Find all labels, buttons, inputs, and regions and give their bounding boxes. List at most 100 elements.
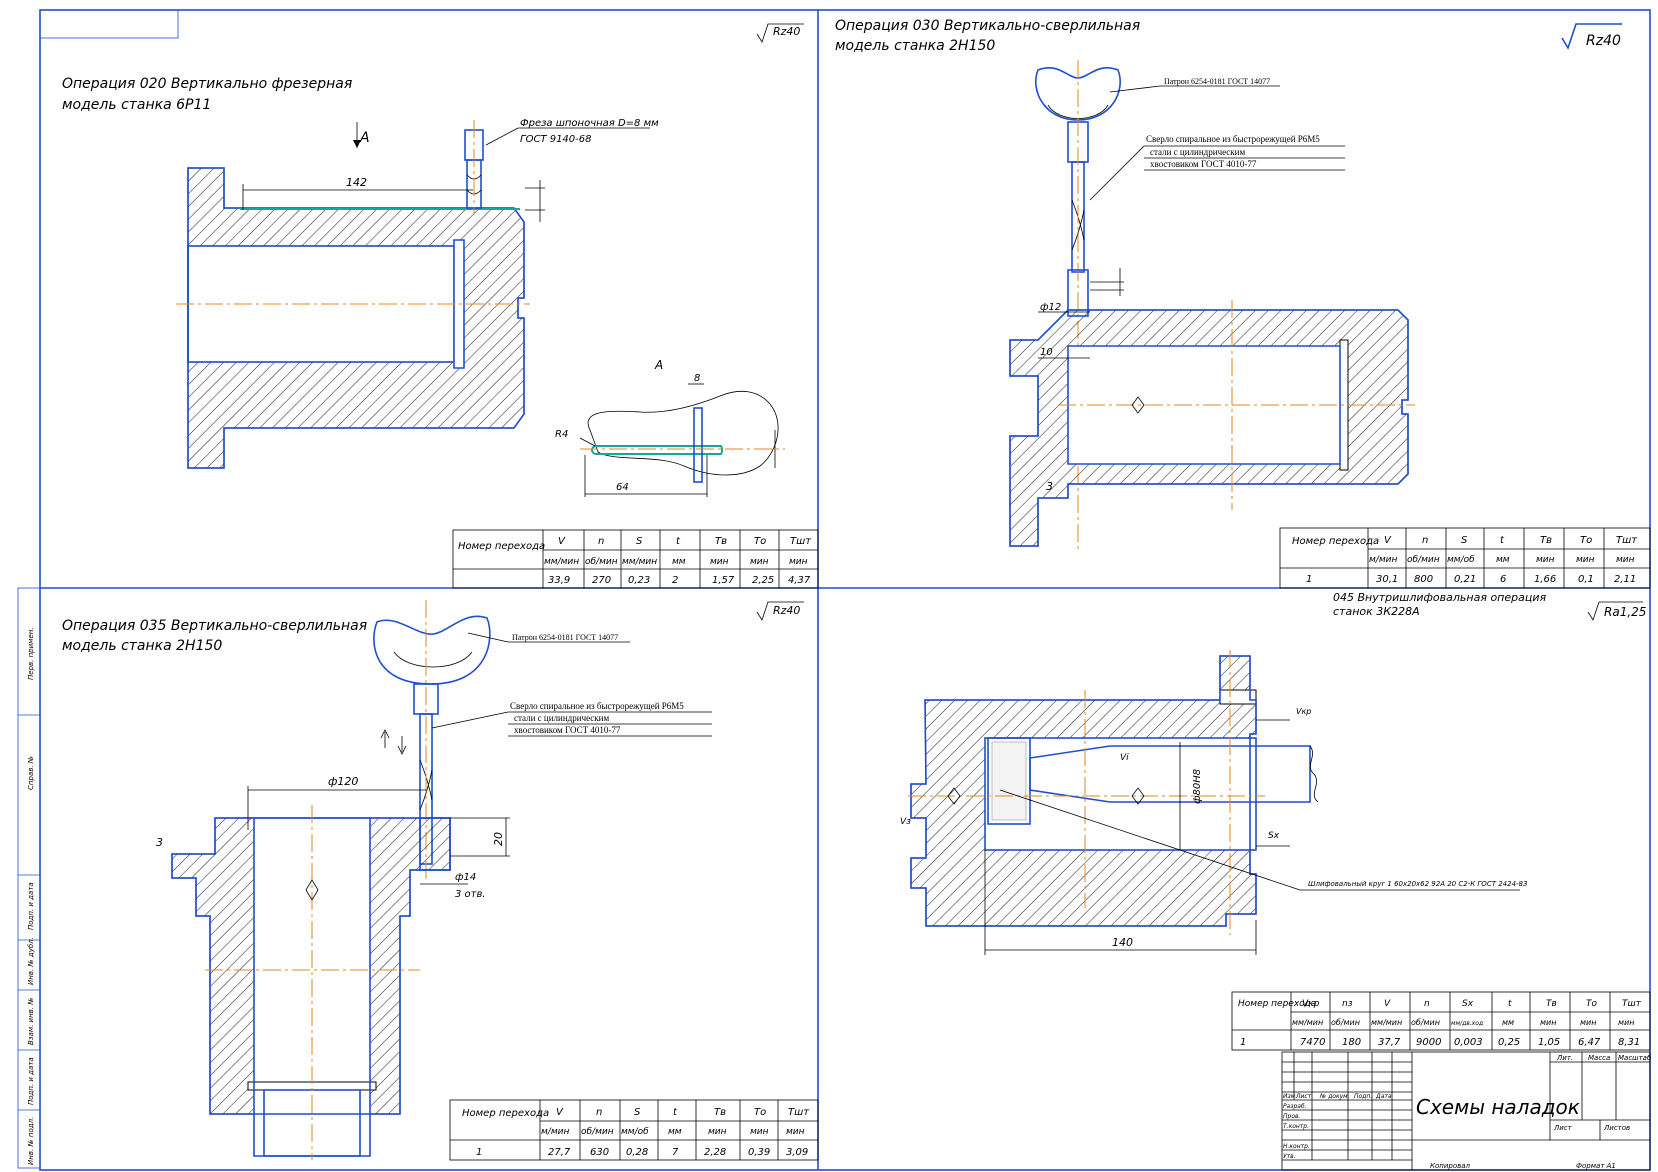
op30-table: Номер перехода V n S t Тв То Тшт м/мин о…: [1279, 527, 1651, 589]
svg-text:630: 630: [590, 1147, 609, 1158]
svg-text:Подп. и дата: Подп. и дата: [27, 882, 35, 930]
svg-text:Т.контр.: Т.контр.: [1283, 1123, 1309, 1130]
op45-title: 045 Внутришлифовальная операция: [1333, 591, 1546, 604]
svg-text:Тв: Тв: [714, 1107, 726, 1118]
sheet-title: Схемы наладок: [1416, 1095, 1580, 1119]
svg-text:То: То: [1586, 999, 1597, 1009]
svg-text:Н.контр.: Н.контр.: [1283, 1143, 1310, 1150]
op45-panel: 045 Внутришлифовальная операция станок 3…: [900, 591, 1651, 1051]
svg-text:Масштаб: Масштаб: [1618, 1054, 1652, 1062]
svg-text:1: 1: [476, 1147, 482, 1158]
svg-text:Тв: Тв: [715, 536, 727, 547]
svg-text:Номер перехода: Номер перехода: [1292, 536, 1379, 547]
svg-text:Vкр: Vкр: [1296, 707, 1311, 716]
svg-text:Формат А1: Формат А1: [1576, 1162, 1616, 1170]
svg-text:ф80Н8: ф80Н8: [1192, 769, 1203, 804]
svg-text:м/мин: м/мин: [541, 1127, 569, 1137]
op20-table: Номер перехода V n S t Тв То Тшт мм/мин …: [452, 529, 819, 589]
op35-panel: Операция 035 Вертикально-сверлильная мод…: [62, 600, 819, 1161]
svg-text:Sх: Sх: [1462, 999, 1474, 1009]
svg-text:0,23: 0,23: [628, 575, 650, 586]
svg-text:Пров.: Пров.: [1283, 1113, 1301, 1120]
svg-text:0,25: 0,25: [1498, 1037, 1520, 1048]
op20-title: Операция 020 Вертикально фрезерная: [62, 76, 352, 92]
svg-text:об/мин: об/мин: [1407, 555, 1440, 565]
svg-text:8,31: 8,31: [1618, 1037, 1640, 1048]
svg-text:Тшт: Тшт: [1622, 999, 1642, 1009]
op45-table: Номер перехода Vкр nз V n Sх t Тв То Тшт…: [1231, 991, 1651, 1051]
svg-text:8: 8: [694, 373, 700, 384]
svg-text:Номер перехода: Номер перехода: [458, 541, 545, 552]
svg-text:3: 3: [1046, 480, 1053, 493]
svg-text:То: То: [754, 536, 766, 547]
svg-text:Номер перехода: Номер перехода: [1238, 999, 1316, 1009]
op20-panel: Операция 020 Вертикально фрезерная модел…: [62, 23, 819, 589]
svg-text:0,28: 0,28: [626, 1147, 648, 1158]
svg-text:мм/дв.ход: мм/дв.ход: [1451, 1020, 1483, 1027]
op30-panel: Операция 030 Вертикально-сверлильная мод…: [835, 18, 1651, 589]
svg-text:Лист: Лист: [1295, 1093, 1312, 1100]
svg-text:10: 10: [1040, 347, 1053, 358]
svg-text:37,7: 37,7: [1378, 1037, 1401, 1048]
svg-text:33,9: 33,9: [548, 575, 570, 586]
svg-text:Подп.: Подп.: [1354, 1093, 1372, 1100]
svg-text:об/мин: об/мин: [585, 557, 618, 567]
svg-text:Сверло спиральное из быстрореж: Сверло спиральное из быстрорежущей Р6М5: [1146, 134, 1320, 144]
svg-text:об/мин: об/мин: [1411, 1018, 1440, 1027]
svg-text:Подп. и дата: Подп. и дата: [27, 1057, 35, 1105]
svg-text:180: 180: [1342, 1037, 1361, 1048]
svg-text:270: 270: [592, 575, 611, 586]
svg-text:мм/об: мм/об: [1447, 555, 1475, 565]
grinding-wheel-icon: [987, 737, 1319, 825]
svg-text:t: t: [1500, 535, 1505, 546]
top-left-stamp: [39, 9, 179, 39]
svg-text:nз: nз: [1342, 999, 1353, 1009]
svg-text:Патрон 6254-0181 ГОСТ 14077: Патрон 6254-0181 ГОСТ 14077: [1164, 77, 1270, 86]
roughness-mark: Rz40: [1561, 23, 1622, 50]
svg-text:А: А: [654, 358, 663, 372]
svg-text:3 отв.: 3 отв.: [455, 889, 486, 900]
op30-title: Операция 030 Вертикально-сверлильная: [835, 18, 1140, 34]
svg-text:4,37: 4,37: [788, 575, 811, 586]
svg-text:0,39: 0,39: [748, 1147, 770, 1158]
svg-text:2,11: 2,11: [1614, 574, 1636, 585]
svg-text:мм/мин: мм/мин: [1371, 1018, 1402, 1027]
svg-text:142: 142: [346, 176, 367, 189]
svg-text:Лист: Лист: [1553, 1124, 1573, 1132]
svg-text:об/мин: об/мин: [581, 1127, 614, 1137]
svg-text:Шлифовальный круг 1 60х20х62: Шлифовальный круг 1 60х20х62 92А 20 С2-К…: [1308, 880, 1527, 888]
svg-text:V: V: [556, 1107, 564, 1118]
svg-text:мин: мин: [1618, 1018, 1634, 1027]
svg-text:мм: мм: [1502, 1018, 1514, 1027]
svg-text:Тшт: Тшт: [790, 536, 812, 547]
svg-text:мин: мин: [789, 557, 808, 567]
svg-text:2,28: 2,28: [704, 1147, 726, 1158]
svg-text:30,1: 30,1: [1376, 574, 1398, 585]
svg-text:Тшт: Тшт: [788, 1107, 810, 1118]
svg-text:Копировал: Копировал: [1430, 1162, 1471, 1170]
svg-text:Дата: Дата: [1375, 1093, 1392, 1100]
svg-text:S: S: [1461, 535, 1468, 546]
svg-text:мин: мин: [1616, 555, 1635, 565]
svg-text:Взам. инв. №: Взам. инв. №: [27, 997, 35, 1045]
svg-text:мм/мин: мм/мин: [544, 557, 579, 567]
svg-text:Справ. №: Справ. №: [27, 756, 35, 790]
end-mill-icon: [464, 120, 484, 215]
svg-text:n: n: [596, 1107, 602, 1118]
svg-text:№ докум.: № докум.: [1319, 1093, 1350, 1100]
svg-text:7: 7: [672, 1147, 679, 1158]
svg-text:мм/мин: мм/мин: [1292, 1018, 1323, 1027]
svg-text:6: 6: [1500, 574, 1506, 585]
svg-text:3: 3: [156, 836, 163, 849]
svg-text:R4: R4: [555, 429, 568, 440]
svg-text:V: V: [1384, 535, 1392, 546]
svg-text:6,47: 6,47: [1578, 1037, 1601, 1048]
op35-title: Операция 035 Вертикально-сверлильная: [62, 618, 367, 634]
svg-text:800: 800: [1414, 574, 1433, 585]
svg-text:мм/об: мм/об: [621, 1127, 649, 1137]
svg-text:Sх: Sх: [1268, 831, 1280, 841]
title-block: Изм. Лист № докум. Подп. Дата Разраб. Пр…: [1281, 1051, 1652, 1171]
svg-text:мин: мин: [750, 557, 769, 567]
svg-text:S: S: [634, 1107, 641, 1118]
svg-text:хвостовиком ГОСТ 4010-77: хвостовиком ГОСТ 4010-77: [514, 725, 621, 735]
